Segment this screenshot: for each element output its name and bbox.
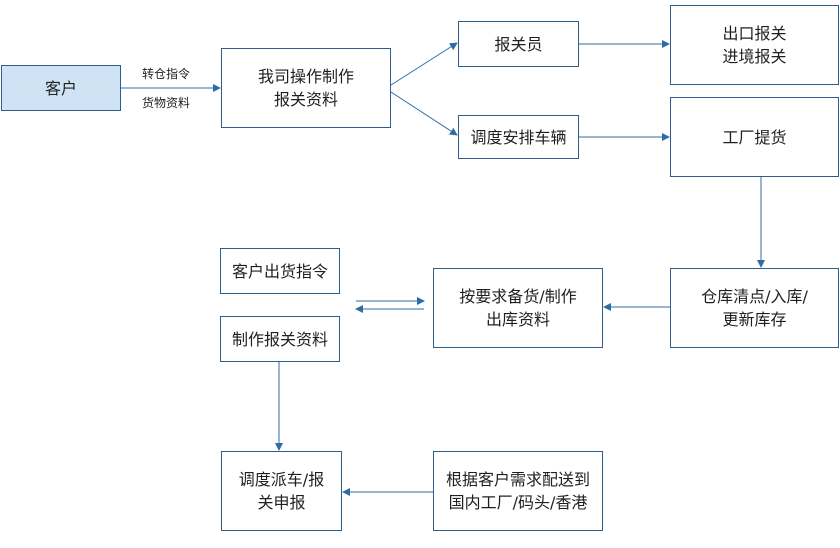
- node-deliver: 根据客户需求配送到 国内工厂/码头/香港: [433, 451, 603, 531]
- node-prepare-docs: 我司操作制作 报关资料: [221, 48, 391, 128]
- edge-label-cargo-documents: 货物资料: [142, 96, 191, 110]
- node-label-line: 出口报关: [722, 24, 787, 43]
- node-factory-pickup: 工厂提货: [670, 97, 839, 177]
- node-label-line: 调度派车/报: [238, 470, 325, 489]
- node-label-line: 调度安排车辆: [470, 127, 567, 147]
- edge-label-transfer-instruction: 转仓指令: [142, 67, 191, 81]
- node-dispatch-vehicle: 调度安排车辆: [458, 115, 579, 159]
- node-label-line: 我司操作制作: [257, 67, 354, 86]
- node-label-line: 按要求备货/制作: [459, 287, 577, 306]
- node-warehouse-inventory: 仓库清点/入库/ 更新库存: [670, 268, 839, 348]
- arrow-prepare-docs-to-customs-broker: [390, 42, 458, 86]
- node-label-line: 客户出货指令: [231, 261, 328, 281]
- node-label-line: 仓库清点/入库/: [701, 287, 808, 306]
- node-label-line: 根据客户需求配送到: [445, 470, 590, 489]
- arrow-prepare-docs-to-dispatch-vehicle: [390, 91, 458, 136]
- node-customs-broker: 报关员: [458, 21, 579, 67]
- node-label-line: 关申报: [257, 493, 306, 512]
- node-customer: 客户: [1, 65, 121, 111]
- node-label-line: 更新库存: [722, 310, 787, 329]
- node-dispatch-truck-declare: 调度派车/报 关申报: [221, 451, 342, 531]
- node-label-line: 客户: [44, 78, 77, 98]
- node-label-line: 出库资料: [485, 310, 550, 329]
- node-label-line: 报关资料: [273, 90, 338, 109]
- node-label-line: 报关员: [494, 34, 543, 54]
- node-make-customs-docs: 制作报关资料: [220, 316, 340, 362]
- node-stock-prep: 按要求备货/制作 出库资料: [433, 268, 603, 348]
- node-export-import-customs: 出口报关 进境报关: [670, 5, 839, 85]
- node-label-line: 制作报关资料: [231, 329, 328, 349]
- node-label-line: 工厂提货: [722, 127, 787, 147]
- node-customer-shipping-order: 客户出货指令: [220, 248, 340, 294]
- node-label-line: 国内工厂/码头/香港: [448, 493, 588, 512]
- node-label-line: 进境报关: [722, 47, 787, 66]
